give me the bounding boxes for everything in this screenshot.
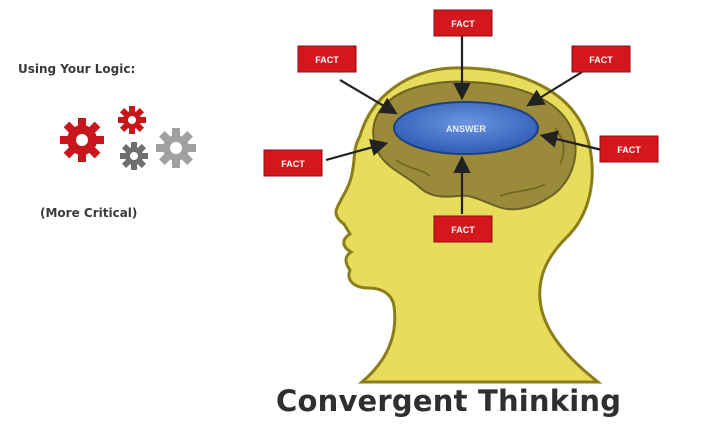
- fact-label: FACT: [451, 225, 475, 235]
- fact-label: FACT: [281, 159, 305, 169]
- fact-box-top-right: FACT: [571, 45, 631, 73]
- gears-icon: [60, 106, 196, 170]
- gray-gear-small-icon: [120, 142, 148, 170]
- fact-box-left: FACT: [263, 149, 323, 177]
- fact-label: FACT: [589, 55, 613, 65]
- fact-box-top: FACT: [433, 9, 493, 37]
- arrow-top-right: [526, 71, 583, 107]
- fact-label: FACT: [617, 145, 641, 155]
- fact-label: FACT: [315, 55, 339, 65]
- red-gear-small-icon: [118, 106, 146, 134]
- critical-caption: (More Critical): [40, 206, 138, 220]
- arrows: [325, 36, 603, 214]
- logic-heading: Using Your Logic:: [18, 62, 136, 76]
- gray-gear-large-icon: [156, 128, 196, 168]
- page-title: Convergent Thinking: [276, 384, 622, 418]
- answer-label: ANSWER: [446, 124, 486, 134]
- arrow-left: [325, 139, 389, 162]
- fact-label: FACT: [451, 19, 475, 29]
- fact-boxes: FACT FACT FACT FACT FACT FACT: [263, 9, 659, 243]
- answer-ellipse: [393, 101, 539, 155]
- arrow-right: [539, 130, 603, 152]
- fact-box-bottom: FACT: [433, 215, 493, 243]
- arrow-top-left: [339, 79, 398, 115]
- red-gear-large-icon: [60, 118, 104, 162]
- fact-box-top-left: FACT: [297, 45, 357, 73]
- fact-box-right: FACT: [599, 135, 659, 163]
